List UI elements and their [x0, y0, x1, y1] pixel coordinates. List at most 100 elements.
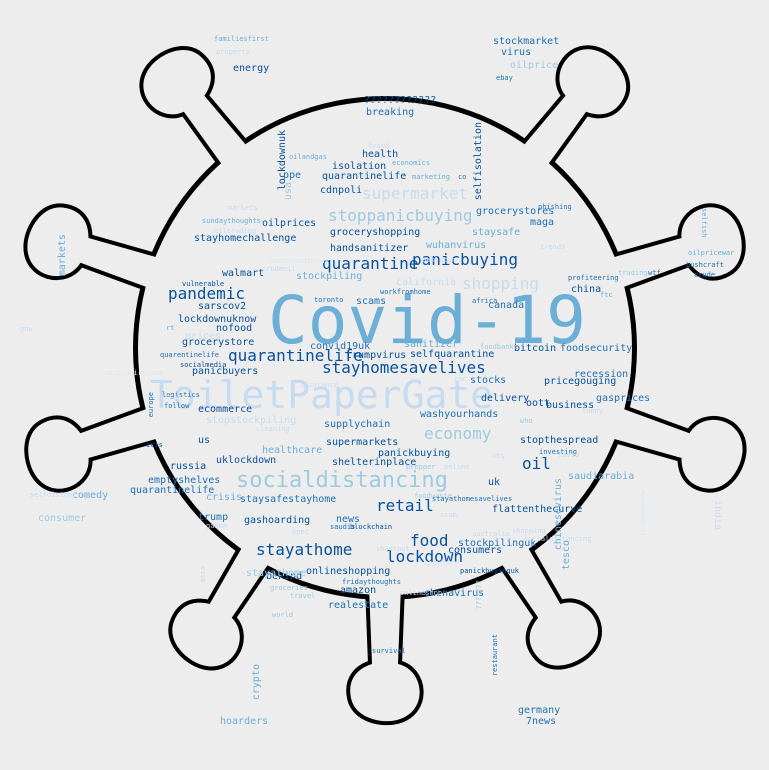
word-cloud-term: panickbuying [378, 448, 451, 459]
word-cloud-term: wtf [648, 269, 661, 277]
word-cloud-term: sarscov2 [198, 301, 247, 312]
word-cloud-term: co [458, 173, 467, 181]
word-cloud-term: socialdistancing [236, 468, 448, 493]
word-cloud-term: stayathomesavelives [432, 495, 513, 503]
word-cloud-term: investing [539, 448, 577, 456]
word-cloud-term: insurance [300, 381, 338, 389]
word-cloud-term: saudis [330, 523, 356, 531]
word-cloud-term: shopping [462, 274, 540, 293]
word-cloud-term: health [362, 149, 399, 160]
word-cloud-term: bekind [266, 571, 303, 582]
word-cloud-term: coc [454, 375, 467, 383]
word-cloud-term: markets [57, 234, 68, 277]
word-cloud-term: stayhomechallenge [194, 233, 297, 244]
word-cloud-term: maga [530, 217, 555, 228]
word-cloud-term: chinavirus [424, 588, 485, 599]
word-cloud-term: recession [574, 369, 629, 380]
word-cloud-term: bushcraft [686, 261, 724, 269]
word-cloud-term: workfromhome [380, 288, 431, 296]
word-cloud-term: trump [198, 512, 229, 523]
word-cloud-term: ebay [496, 74, 513, 82]
word-cloud-term: grocerystores [476, 206, 555, 217]
word-cloud-term: supermarket [362, 184, 468, 203]
word-cloud-term: consumers [448, 545, 503, 556]
word-cloud-term: marketing [412, 173, 450, 181]
word-cloud-term: california [396, 277, 457, 288]
word-cloud-term: oott [526, 398, 551, 409]
word-cloud-term: stopstockpiling [206, 415, 297, 426]
word-cloud-term: shelterinplace [332, 457, 417, 468]
word-cloud-term: nhs [492, 452, 505, 460]
word-cloud-term: who [520, 417, 533, 425]
word-cloud-term: canada [488, 300, 525, 311]
word-cloud-term: socialmedia [180, 361, 227, 369]
word-cloud-term: gas [244, 515, 263, 526]
word-cloud-term: ??????? [475, 580, 483, 610]
word-cloud-term: fridaythoughts [342, 578, 402, 586]
word-cloud-term: sundaythoughts [202, 217, 262, 225]
word-cloud-term: onlineshop [400, 589, 443, 597]
word-cloud-term: staysafe [472, 227, 521, 238]
word-cloud-term: shoutout [376, 545, 410, 553]
word-cloud-term: vulnerable [182, 280, 225, 288]
word-cloud-term: virus [501, 47, 532, 58]
word-cloud-term: healthcare [262, 445, 323, 456]
word-cloud-term: blockchain [350, 523, 393, 531]
word-cloud-term: economy [424, 424, 492, 443]
word-cloud-term: rt [166, 324, 175, 332]
word-cloud-term: stayathome [246, 568, 307, 579]
word-cloud-term: flattenthecurve [492, 504, 583, 515]
word-cloud-term: energy [233, 63, 270, 74]
word-cloud-term: stocks [470, 375, 507, 386]
word-cloud-term: panickbuyinguk [460, 567, 520, 575]
word-cloud-term: lockdown [386, 547, 464, 566]
word-cloud-term: stayhome [424, 559, 458, 567]
word-cloud-term: stayathome [256, 540, 353, 559]
word-cloud-term: pakistan [422, 256, 456, 264]
word-cloud-term: stayhomesavelives [322, 358, 486, 377]
word-cloud-term: selfish [700, 208, 708, 238]
word-cloud-term: Covid-19 [268, 282, 586, 359]
word-cloud-term: ecommerce [198, 404, 253, 415]
word-cloud-term: hoarding [262, 515, 311, 526]
word-cloud-term: pnw [20, 325, 33, 333]
word-cloud-term: australia [472, 530, 510, 538]
word-cloud-term: 7news [526, 716, 557, 727]
word-cloud-term: news [336, 514, 361, 525]
word-cloud-term: selfisolation [473, 122, 484, 201]
word-cloud-term: russia [170, 461, 207, 472]
word-cloud-term: stockpilinguk [458, 538, 537, 549]
word-cloud-term: trading [618, 269, 648, 277]
word-cloud-term: trends [540, 243, 566, 251]
word-cloud-term: foodsecurity [560, 343, 633, 354]
word-cloud-term: ppe [283, 170, 302, 181]
word-cloud-term: onlineshopping [306, 566, 391, 577]
word-cloud-term: quarantine [322, 254, 419, 273]
word-cloud-term: profiteering [568, 274, 619, 282]
word-cloud-term: foodbanks [480, 343, 518, 351]
word-cloud-term: supermarkets [326, 437, 399, 448]
word-cloud-term: saudiarabia [568, 471, 635, 482]
word-cloud-term: panicbuyers [192, 366, 259, 377]
word-cloud-term: emptyshelves [148, 475, 221, 486]
word-cloud-term: india [712, 500, 723, 531]
word-cloud-term: pricegouging [544, 376, 617, 387]
word-cloud-term: prepper [406, 463, 436, 471]
word-cloud-term: coronavirususa [104, 369, 164, 377]
word-cloud-term: world [272, 611, 294, 619]
word-cloud-term: property [216, 48, 250, 56]
word-cloud-term: ToiletPaperGate [150, 373, 494, 417]
word-cloud-term: ftc [600, 291, 613, 299]
word-cloud-term: fraud [368, 142, 390, 150]
word-cloud-term: asia [199, 566, 207, 583]
word-cloud-term: business [546, 400, 595, 411]
word-cloud-term: wuhanvirus [426, 240, 487, 251]
word-cloud-term: economics [392, 159, 430, 167]
word-cloud-term: washyourhands [420, 409, 499, 420]
word-cloud-term: handsanitizer [330, 243, 409, 254]
word-cloud-term: stoppanicbuying [328, 206, 473, 225]
word-cloud-term: breaking [366, 107, 415, 118]
word-cloud-term: nofood [216, 323, 253, 334]
word-cloud-term: survival [372, 647, 406, 655]
